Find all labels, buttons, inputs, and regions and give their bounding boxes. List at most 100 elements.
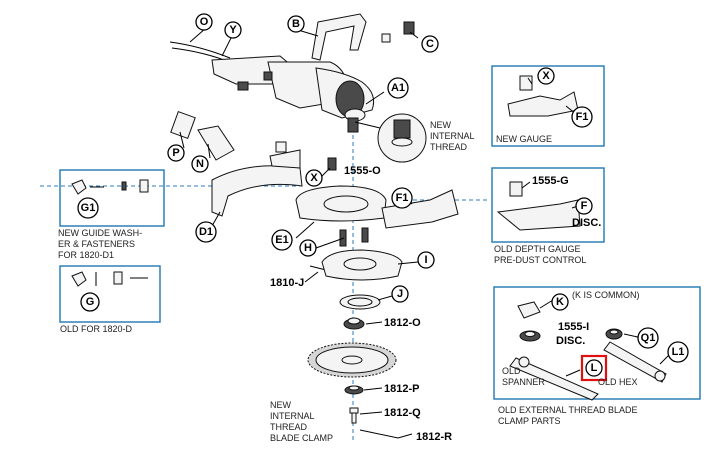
- grinder-body: [169, 41, 375, 133]
- guide-washer-fasteners: [71, 179, 149, 195]
- part-number-1812-P: 1812-P: [384, 383, 419, 395]
- washer-j-part: [339, 294, 381, 310]
- svg-text:BLADE CLAMP: BLADE CLAMP: [270, 433, 333, 443]
- caption-k-common: (K IS COMMON): [572, 290, 640, 300]
- new-gauge-part: [507, 75, 579, 117]
- callout-F1-gauge: F1: [571, 106, 593, 128]
- svg-text:Q1: Q1: [641, 332, 656, 344]
- caption-old-for-1820d: OLD FOR 1820-D: [60, 324, 133, 334]
- washer-j-inner: [347, 297, 373, 307]
- callout-Y: Y: [224, 21, 242, 39]
- caption-blade-clamp: NEW INTERNAL THREAD BLADE CLAMP: [270, 400, 333, 443]
- svg-text:THREAD: THREAD: [270, 422, 308, 432]
- callout-X-gauge: X: [537, 67, 555, 85]
- callout-L: L: [580, 354, 608, 382]
- callout-J: J: [391, 285, 409, 303]
- svg-text:NEW: NEW: [430, 120, 452, 130]
- svg-text:OLD: OLD: [502, 366, 521, 376]
- svg-text:THREAD: THREAD: [430, 142, 468, 152]
- callout-D1: D1: [195, 221, 217, 243]
- disc-label-gauge: DISC.: [572, 217, 601, 229]
- caption-old-external-thread: OLD EXTERNAL THREAD BLADE CLAMP PARTS: [498, 405, 638, 426]
- old-depth-gauge-part: [496, 181, 581, 231]
- svg-text:J: J: [397, 288, 403, 300]
- callout-O: O: [195, 13, 213, 31]
- screw-1812q-part: [349, 407, 359, 424]
- leader-1555-G: [521, 181, 531, 189]
- part-number-1812-R: 1812-R: [416, 431, 452, 443]
- callout-X: X: [305, 169, 323, 187]
- svg-text:INTERNAL: INTERNAL: [430, 131, 475, 141]
- guard-plate-e1: [295, 185, 387, 247]
- callout-C: C: [421, 35, 439, 53]
- part-number-1555-O: 1555-O: [344, 165, 381, 177]
- svg-text:C: C: [426, 38, 434, 50]
- callout-G: G: [80, 292, 100, 312]
- hex-key-1812r-part: [359, 429, 413, 439]
- leader-1812-O: [365, 321, 383, 325]
- part-number-1812-Q: 1812-Q: [384, 407, 421, 419]
- svg-text:X: X: [310, 172, 318, 184]
- svg-text:PRE-DUST CONTROL: PRE-DUST CONTROL: [494, 255, 586, 265]
- callout-I: I: [417, 251, 435, 269]
- callout-Q1: Q1: [637, 327, 659, 349]
- part-number-1812-O: 1812-O: [384, 317, 421, 329]
- svg-text:NEW: NEW: [270, 400, 292, 410]
- svg-text:K: K: [556, 296, 564, 308]
- svg-text:F1: F1: [576, 111, 589, 123]
- callout-B: B: [287, 15, 305, 33]
- svg-text:O: O: [200, 16, 209, 28]
- callout-L1: L1: [667, 341, 689, 363]
- caption-old-depth-gauge: OLD DEPTH GAUGE PRE-DUST CONTROL: [494, 244, 586, 265]
- caption-old-spanner: OLD SPANNER: [502, 366, 545, 387]
- callout-F1: F1: [391, 187, 413, 209]
- callout-E1: E1: [271, 229, 293, 251]
- svg-text:OLD DEPTH GAUGE: OLD DEPTH GAUGE: [494, 244, 581, 254]
- guard-d1-part: [211, 141, 337, 217]
- bracket-f1-part: [381, 189, 459, 229]
- highlight-box-L: [580, 354, 608, 382]
- svg-text:OLD EXTERNAL THREAD BLADE: OLD EXTERNAL THREAD BLADE: [498, 405, 638, 415]
- callout-H: H: [299, 239, 317, 257]
- box-new-guide-washer: [59, 169, 165, 227]
- disc-label-1555-I: DISC.: [556, 335, 585, 347]
- svg-text:X: X: [542, 70, 550, 82]
- svg-text:Y: Y: [229, 24, 237, 36]
- callout-G1: G1: [77, 197, 99, 219]
- svg-text:F: F: [581, 200, 588, 212]
- box-new-gauge: [491, 65, 605, 147]
- svg-text:D1: D1: [199, 226, 213, 238]
- svg-text:INTERNAL: INTERNAL: [270, 411, 315, 421]
- caption-new-guide-washer: NEW GUIDE WASH- ER & FASTENERS FOR 1820-…: [58, 228, 142, 260]
- old-external-thread-parts: [509, 301, 667, 401]
- callout-N: N: [191, 155, 209, 173]
- svg-text:G1: G1: [81, 202, 96, 214]
- part-number-1555-I: 1555-I: [558, 321, 589, 333]
- callout-F: F: [575, 197, 593, 215]
- svg-text:E1: E1: [275, 234, 288, 246]
- svg-text:F1: F1: [396, 192, 409, 204]
- washer-1812p-part: [344, 385, 364, 395]
- part-number-1555-G: 1555-G: [532, 175, 569, 187]
- shroud-i-part: [321, 249, 403, 281]
- saw-blade-part: [307, 342, 397, 378]
- dust-port-part: [170, 110, 235, 161]
- leader-1810-J: [304, 271, 319, 283]
- callout-A1: A1: [387, 77, 409, 99]
- svg-text:A1: A1: [391, 82, 405, 94]
- old-guide-fasteners: [71, 271, 148, 287]
- caption-new-internal-thread: NEW INTERNAL THREAD: [430, 120, 475, 152]
- box-old-for-1820d: [59, 265, 161, 323]
- svg-text:FOR 1820-D1: FOR 1820-D1: [58, 250, 114, 260]
- part-number-1810-J: 1810-J: [270, 277, 304, 289]
- caption-old-hex: OLD HEX: [598, 377, 638, 387]
- side-handle-part: [311, 13, 415, 61]
- box-old-external-thread: [493, 286, 701, 400]
- svg-text:SPANNER: SPANNER: [502, 377, 545, 387]
- svg-text:N: N: [196, 158, 204, 170]
- callout-K: K: [551, 293, 569, 311]
- svg-text:CLAMP PARTS: CLAMP PARTS: [498, 416, 561, 426]
- caption-new-gauge: NEW GAUGE: [496, 134, 552, 144]
- svg-text:I: I: [424, 254, 427, 266]
